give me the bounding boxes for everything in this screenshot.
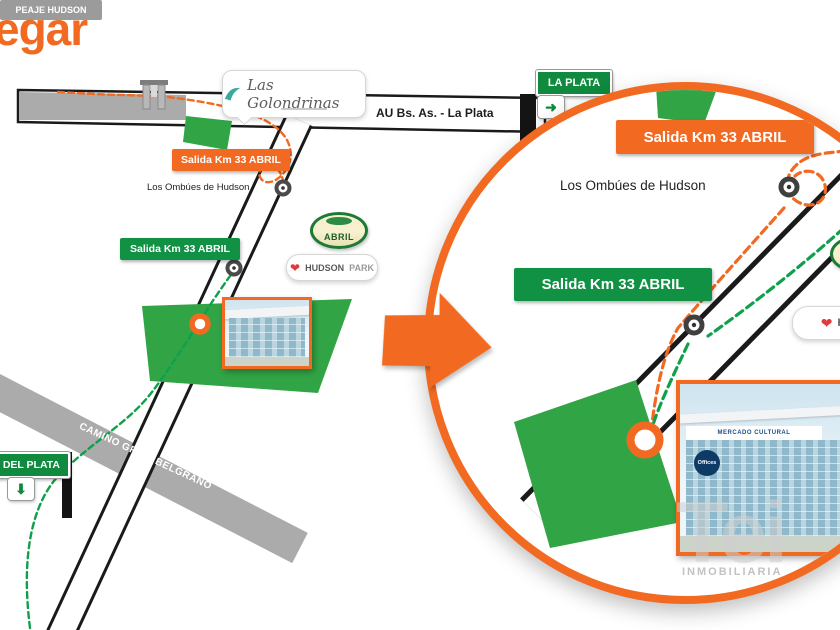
photo-roof <box>680 405 840 424</box>
zoom-map-layer <box>514 90 840 548</box>
heart-icon: ❤ <box>290 260 301 275</box>
photo-round-badge: Offices <box>694 450 720 476</box>
photo-band-sign: MERCADO CULTURAL <box>686 426 822 440</box>
hudson-park-word2: PARK <box>349 262 374 273</box>
zoom-salida-green-sign: Salida Km 33 ABRIL <box>514 268 712 301</box>
zoom-green-route-dashed-2 <box>650 342 690 430</box>
toll-booth-icon <box>140 80 168 110</box>
building-photo-small <box>222 297 312 369</box>
zoom-orange-loop-dashed <box>785 149 840 207</box>
green-exit-pin <box>225 259 243 277</box>
ombues-label: Los Ombúes de Hudson <box>147 182 250 193</box>
watermark-sub: INMOBILIARIA <box>682 566 783 578</box>
abril-label: ABRIL <box>324 232 354 242</box>
green-area-top <box>183 116 232 150</box>
zoom-hudson-park-sign: ❤ HUD <box>792 306 840 340</box>
zoom-green-pin <box>683 314 705 336</box>
las-golondrinas-sign: Las Golondrinas <box>222 70 366 126</box>
abril-logo: ABRIL <box>310 212 368 249</box>
building-photo-large: MERCADO CULTURAL Offices <box>676 380 840 556</box>
orange-exit-pin <box>274 179 292 197</box>
golondrinas-subline <box>281 108 327 110</box>
mar-del-plata-sign: MAR DEL PLATA <box>0 452 70 478</box>
zoom-ombues-label: Los Ombúes de Hudson <box>560 178 706 193</box>
salida-km33-green-sign: Salida Km 33 ABRIL <box>120 238 240 260</box>
zoom-salida-orange-sign: Salida Km 33 ABRIL <box>616 120 814 154</box>
zoom-detail-circle: Salida Km 33 ABRIL Los Ombúes de Hudson … <box>424 82 840 604</box>
abril-laurel-icon <box>326 217 352 225</box>
zoom-destination-ring <box>626 421 664 459</box>
zoom-hudson-word: HUD <box>837 317 840 329</box>
hudson-park-word1: HUDSON <box>305 262 345 273</box>
hudson-park-sign: ❤ HUDSON PARK <box>286 254 378 281</box>
heart-icon: ❤ <box>820 315 833 331</box>
zoom-green-route-dashed <box>706 229 840 338</box>
photo-ground <box>225 357 309 366</box>
photo-ground <box>680 536 840 552</box>
zoom-pointer-arrow-icon <box>381 292 492 389</box>
la-plata-arrow-icon: ➜ <box>538 96 564 118</box>
la-plata-sign: LA PLATA <box>536 70 612 96</box>
golondrinas-label: Las Golondrinas <box>247 76 340 112</box>
zoom-orange-pin <box>778 176 800 198</box>
golondrinas-leaf-icon <box>224 88 241 101</box>
peaje-hudson-sign: PEAJE HUDSON <box>0 0 102 20</box>
green-route-dashed <box>25 269 236 630</box>
mar-del-plata-arrow-icon: ⬇ <box>8 478 34 500</box>
zoom-green-area-top <box>656 90 717 124</box>
page-title: egar <box>0 3 88 55</box>
zoom-orange-route-dashed <box>650 206 786 426</box>
watermark-large: Tei <box>676 485 788 581</box>
zoom-green-area <box>514 380 682 548</box>
salida-km33-orange-sign: Salida Km 33 ABRIL <box>172 149 290 171</box>
highway-label: AU Bs. As. - La Plata <box>376 106 494 120</box>
destination-ring <box>189 313 211 335</box>
photo-glass-facade <box>229 318 305 357</box>
road-end-bar <box>62 452 72 518</box>
